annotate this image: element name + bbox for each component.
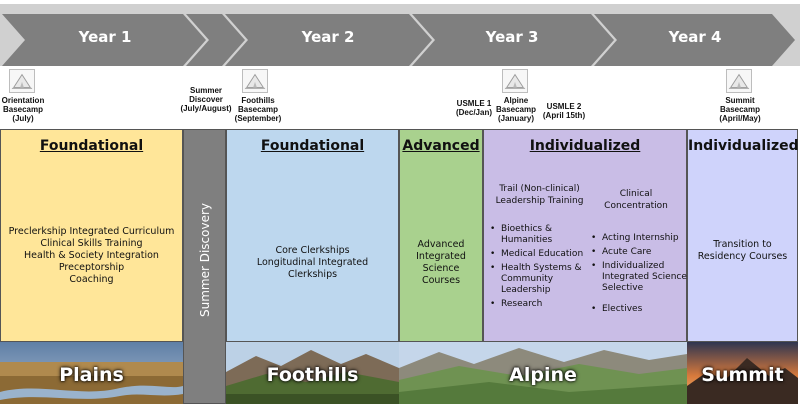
summer-arrow	[186, 14, 245, 66]
year-timeline-arrows	[0, 4, 800, 66]
milestone-line: (April 15th)	[542, 111, 586, 120]
milestone-summer: Summer Discover (July/August)	[180, 86, 231, 113]
milestone-line: Basecamp	[495, 105, 537, 114]
panel-line: Coaching	[69, 274, 114, 285]
clinical-list: Acting Internship Acute Care Individuali…	[591, 233, 687, 318]
heading-line: Leadership Training	[495, 196, 584, 206]
panel-line: Longitudinal Integrated Clerkships	[256, 257, 369, 280]
panel-title: Individualized	[529, 138, 641, 154]
year-2-arrow	[225, 14, 432, 66]
panel-foundational-year2: Foundational Core Clerkships Longitudina…	[226, 129, 399, 342]
milestone-line: Orientation	[1, 96, 45, 105]
milestone-alpine: Alpine Basecamp (January)	[496, 96, 536, 123]
tent-icon	[242, 69, 268, 93]
heading-line: Concentration	[604, 201, 668, 211]
list-item: Bioethics & Humanities	[490, 224, 590, 246]
milestone-line: USMLE 2	[546, 102, 582, 111]
panel-line: Transition to	[713, 239, 772, 250]
trail-heading: Trail (Non-clinical) Leadership Training	[488, 183, 591, 207]
milestone-orientation: Orientation Basecamp (July)	[2, 96, 45, 123]
summit-image: Summit	[687, 342, 798, 404]
list-item: Research	[490, 299, 590, 310]
milestone-line: Foothills	[241, 96, 275, 105]
milestone-line: Summit	[725, 96, 755, 105]
panel-individualized-year3: Individualized Trail (Non-clinical) Lead…	[483, 129, 687, 342]
stage-label: Plains	[59, 364, 124, 386]
list-item: Acting Internship	[591, 233, 687, 244]
panel-line: Advanced	[417, 239, 465, 250]
foothills-image: Foothills	[226, 342, 399, 404]
milestone-line: (July)	[12, 114, 34, 123]
panel-body: Core Clerkships Longitudinal Integrated …	[231, 245, 394, 281]
panel-individualized-year4: Individualized Transition to Residency C…	[687, 129, 799, 342]
trail-list: Bioethics & Humanities Medical Education…	[490, 224, 590, 313]
year-1-label: Year 1	[78, 28, 132, 46]
milestone-foothills: Foothills Basecamp (September)	[235, 96, 282, 123]
summer-discovery-label: Summer Discovery	[198, 202, 212, 318]
stage-label: Summit	[701, 364, 784, 386]
milestone-line: Alpine	[503, 96, 529, 105]
milestone-summit: Summit Basecamp (April/May)	[719, 96, 760, 123]
panel-line: Core Clerkships	[275, 245, 350, 256]
milestone-line: Basecamp	[2, 105, 44, 114]
milestone-line: (Dec/Jan)	[455, 108, 493, 117]
panel-title: Advanced	[402, 138, 480, 154]
plains-image: Plains	[0, 342, 183, 404]
list-item: Health Systems & Community Leadership	[490, 263, 590, 296]
panel-line: Preclerkship Integrated Curriculum	[8, 226, 175, 237]
panel-line: Integrated	[416, 251, 466, 262]
list-item: Individualized Integrated Science Select…	[591, 261, 687, 294]
stage-label: Foothills	[266, 364, 359, 386]
list-item: Electives	[591, 304, 687, 315]
year-4-arrow	[594, 14, 795, 66]
clinical-heading: Clinical Concentration	[588, 188, 684, 212]
summer-discovery-column: Summer Discovery	[183, 129, 226, 404]
milestone-line: Summer	[189, 86, 223, 95]
milestone-line: Basecamp	[237, 105, 279, 114]
panel-body: Transition to Residency Courses	[692, 239, 793, 263]
panel-title: Foundational	[260, 138, 365, 154]
milestone-usmle1: USMLE 1 (Dec/Jan)	[456, 99, 492, 117]
list-item: Medical Education	[490, 249, 590, 260]
heading-line: Trail (Non-clinical)	[499, 184, 580, 194]
milestone-line: USMLE 1	[456, 99, 492, 108]
tent-icon	[726, 69, 752, 93]
alpine-image: Alpine	[399, 342, 687, 404]
milestone-line: (September)	[234, 114, 282, 123]
panel-line: Science Courses	[421, 263, 461, 286]
year-2-label: Year 2	[301, 28, 355, 46]
list-item: Acute Care	[591, 247, 687, 258]
milestone-line: (January)	[497, 114, 534, 123]
year-3-label: Year 3	[485, 28, 539, 46]
panel-title: Foundational	[39, 138, 144, 154]
milestone-line: (July/August)	[180, 104, 232, 113]
panel-line: Residency Courses	[697, 251, 788, 262]
tent-icon	[502, 69, 528, 93]
heading-line: Clinical	[619, 189, 653, 199]
milestone-line: Discover	[189, 95, 223, 104]
stage-label: Alpine	[509, 364, 577, 386]
milestone-line: (April/May)	[719, 114, 761, 123]
panel-body: Advanced Integrated Science Courses	[404, 239, 478, 287]
tent-icon	[9, 69, 35, 93]
year-3-arrow	[412, 14, 614, 66]
panel-foundational-year1: Foundational Preclerkship Integrated Cur…	[0, 129, 183, 342]
panel-advanced: Advanced Advanced Integrated Science Cou…	[399, 129, 483, 342]
panel-line: Clinical Skills Training	[40, 238, 143, 249]
panel-body: Preclerkship Integrated Curriculum Clini…	[5, 226, 178, 286]
panel-line: Preceptorship	[58, 262, 125, 273]
milestone-line: Basecamp	[719, 105, 761, 114]
year-1-arrow	[2, 14, 206, 66]
milestone-usmle2: USMLE 2 (April 15th)	[543, 102, 585, 120]
panel-line: Health & Society Integration	[24, 250, 159, 261]
year-4-label: Year 4	[668, 28, 722, 46]
panel-title: Individualized	[688, 138, 799, 154]
